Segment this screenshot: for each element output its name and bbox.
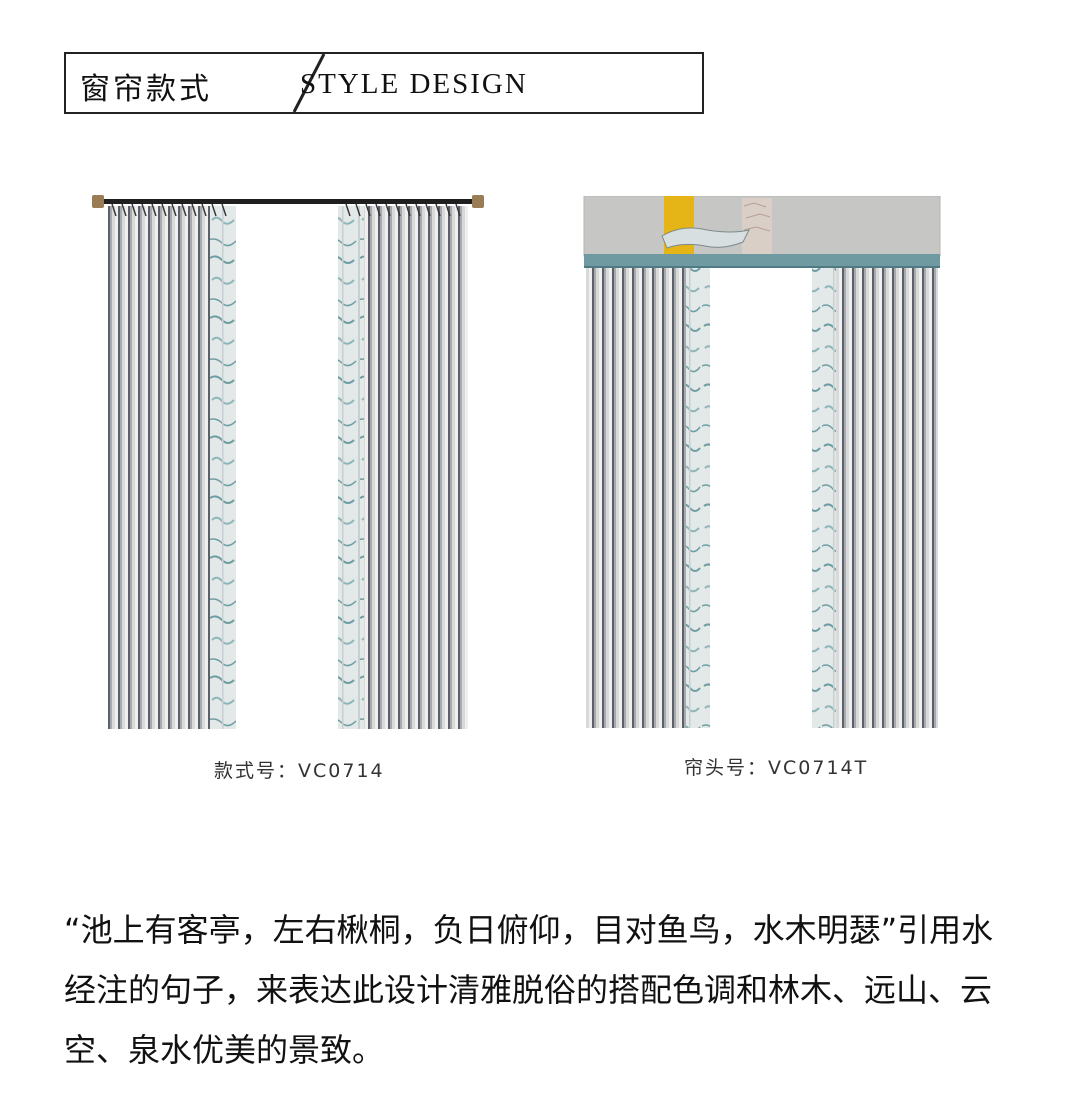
header-slash-divider — [292, 53, 326, 113]
right-curtain-panel — [812, 268, 938, 728]
left-curtain-panel — [586, 268, 710, 728]
valance-illustration — [583, 196, 941, 728]
left-curtain-panel — [108, 203, 236, 729]
right-curtain-panel — [338, 203, 468, 729]
section-title-en: STYLE DESIGN — [300, 68, 528, 100]
description-text: “池上有客亭，左右楸桐，负日俯仰，目对鱼鸟，水木明瑟”引用水经注的句子，来表达此… — [64, 911, 994, 1069]
curtain-style-illustration — [92, 195, 484, 729]
style-number-caption: 款式号：VC0714 — [214, 760, 385, 782]
section-header: 窗帘款式 STYLE DESIGN — [64, 52, 704, 114]
section-title-zh: 窗帘款式 — [80, 72, 212, 107]
description-paragraph: “池上有客亭，左右楸桐，负日俯仰，目对鱼鸟，水木明瑟”引用水经注的句子，来表达此… — [64, 900, 1024, 1080]
valance-number-caption: 帘头号：VC0714T — [684, 757, 869, 779]
